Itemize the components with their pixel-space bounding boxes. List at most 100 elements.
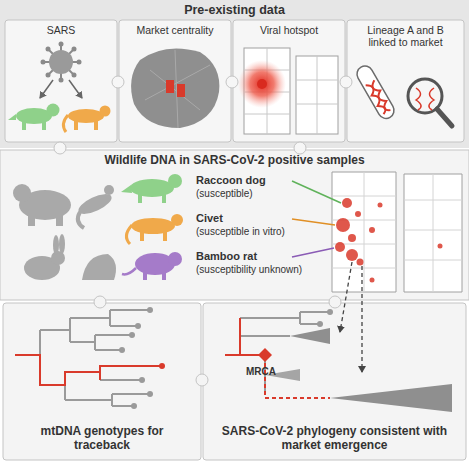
civet-icon: [63, 106, 110, 133]
tree-tips-part: [119, 347, 125, 353]
tree-tips: [317, 309, 333, 327]
puzzle-pieces-part: [54, 142, 66, 154]
puzzle-pieces-part: [112, 76, 124, 88]
mrca-label: MRCA: [246, 366, 276, 378]
civet-icon-part: [68, 109, 104, 123]
test-tube-icon-part-part: [354, 63, 397, 121]
dashed-arrows: [340, 262, 362, 372]
market-map-part-part: [378, 203, 383, 208]
puzzle-pieces-part: [294, 142, 306, 154]
puzzle-panel: Lineage A and B linked to market: [347, 20, 464, 142]
leader-lines-part: [292, 181, 341, 203]
civet-icon-part: [63, 115, 68, 132]
civet-icon-part: [163, 231, 167, 241]
phylogeny-tree-part: [240, 312, 330, 392]
mrca-diamond: [258, 348, 272, 362]
bamboo-rat-icon-part: [162, 272, 166, 280]
market-map-part-part: [357, 259, 364, 266]
tree-tips: [119, 307, 165, 409]
tree-tips-part: [147, 391, 153, 397]
tree-tips-part: [159, 363, 165, 369]
raccoon-dog-icon: [121, 174, 182, 203]
virus-icon-part: [69, 80, 82, 98]
civet-icon-part: [131, 218, 175, 234]
civet-icon-part: [126, 225, 132, 244]
raccoon-dog-icon-part: [22, 120, 26, 130]
civet-icon-part: [94, 120, 98, 130]
phylogeny-tree-part: [225, 318, 265, 355]
market-floorplan-part: [238, 60, 286, 108]
mtdna-tree-part: [15, 355, 162, 385]
tree-tips-part: [131, 403, 137, 409]
puzzle-pieces-part: [196, 374, 208, 386]
test-tube-icon-part-part: [370, 80, 392, 112]
panel-heading: Wildlife DNA in SARS-CoV-2 positive samp…: [104, 154, 364, 168]
market-floorplan: [238, 48, 338, 134]
wildlife-silhouettes-part: [59, 234, 65, 254]
bamboo-rat-icon-part: [122, 268, 136, 274]
market-map-part-part: [370, 278, 375, 283]
market-floorplan-part: [257, 79, 267, 89]
virus-icon-part: [46, 47, 51, 52]
panel-heading: Pre-existing data: [184, 3, 285, 17]
puzzle-pieces-part: [3, 303, 201, 460]
panel-heading: mtDNA genotypes for traceback: [11, 425, 193, 453]
leader-lines-part: [292, 219, 335, 225]
magnifier-icon-part: [437, 109, 452, 126]
bamboo-rat-icon-part: [143, 272, 147, 280]
leader-lines-part: [292, 248, 334, 257]
virus-icon-part: [49, 50, 73, 74]
market-map: [332, 172, 462, 292]
civet-icon-part: [74, 120, 78, 130]
virus-icon-part: [59, 42, 64, 47]
wildlife-silhouettes-part: [82, 254, 116, 280]
wildlife-silhouettes-part: [104, 185, 114, 195]
virus-icon-part: [43, 44, 79, 80]
puzzle-panel: Viral hotspot: [233, 20, 345, 142]
wildlife-silhouettes-part: [53, 235, 59, 255]
wildlife-silhouettes-part: [28, 214, 35, 226]
virus-icon-part-part: [48, 49, 74, 75]
city-map-part: [177, 84, 185, 97]
susceptibility-note: (susceptible): [196, 188, 253, 200]
section-panel: Wildlife DNA in SARS-CoV-2 positive samp…: [0, 150, 469, 300]
tree-tips-part: [135, 323, 141, 329]
tree-tips-part: [129, 332, 135, 338]
puzzle-pieces-part: [94, 296, 106, 308]
clade-triangles: [265, 328, 452, 412]
market-map-part: [332, 172, 462, 292]
raccoon-dog-icon-part: [162, 193, 166, 203]
puzzle-pieces-part: [0, 0, 469, 148]
puzzle-pieces-part: [0, 150, 469, 300]
market-map-part-part: [336, 218, 350, 232]
puzzle-pieces-part: [226, 76, 238, 88]
market-map-part-part: [355, 211, 361, 217]
panel-heading: Lineage A and B linked to market: [353, 24, 458, 48]
raccoon-dog-icon-part: [138, 193, 142, 203]
puzzle-panel: Market centrality: [119, 20, 231, 142]
puzzle-pieces-part: [329, 296, 341, 308]
city-map-part: [166, 80, 174, 93]
puzzle-pieces-part: [340, 76, 352, 88]
market-map-part-part: [342, 198, 352, 208]
market-map-part-part: [346, 249, 358, 261]
raccoon-dog-icon: [8, 104, 60, 131]
raccoon-dog-icon-part: [47, 104, 60, 117]
civet-icon-part: [100, 106, 111, 117]
test-tube-icon: [354, 63, 397, 121]
test-tube-icon-part: [354, 63, 397, 121]
virus-icon: [40, 42, 82, 99]
panel-heading: SARS: [47, 24, 76, 36]
panel-heading: SARS-CoV-2 phylogeny consistent with mar…: [213, 425, 456, 453]
puzzle-panel: SARS: [5, 20, 117, 142]
puzzle-pieces-part: [5, 20, 117, 142]
wildlife-silhouettes: [13, 184, 116, 280]
susceptibility-note: (susceptibility unknown): [196, 264, 302, 276]
tree-tips-part: [139, 377, 145, 383]
phylogeny-tree: [225, 312, 330, 398]
market-map-part-part: [369, 227, 375, 233]
animal-name: Raccoon dog: [196, 174, 266, 187]
raccoon-dog-icon-part: [121, 185, 132, 193]
virus-icon-part: [77, 60, 82, 65]
